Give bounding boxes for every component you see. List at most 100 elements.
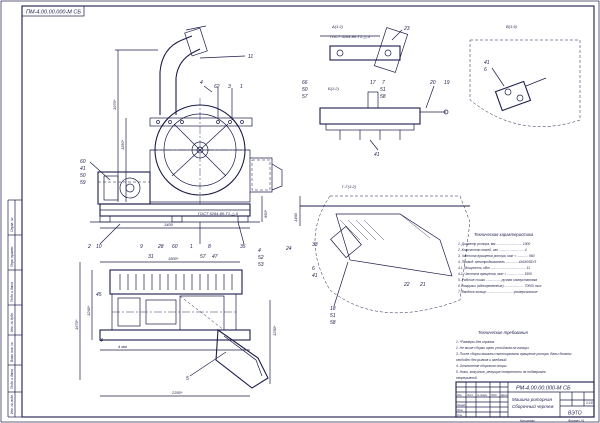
callout-10: 10 (96, 244, 102, 250)
tb-label: Пров. (457, 409, 464, 412)
callout-57: 57 (302, 94, 308, 100)
gost-note-1: ГОСТ 5264-80-Т1-△-5 (330, 34, 371, 39)
dim-950: 950* (263, 209, 268, 218)
gg-dim: 1460 (293, 212, 298, 222)
callout-20: 20 (429, 80, 436, 86)
callout-24: 24 (285, 246, 292, 252)
dim-1260: 1260* (86, 305, 91, 316)
tech-char-line: 4.2. Частота вращения, мин⁻¹ ...........… (458, 272, 532, 276)
tech-req-line: 2. Не выше сборки щели устойчива на паль… (455, 346, 530, 350)
tech-char-line: 5. Рабочие сошки ................ ручная… (458, 278, 537, 282)
callout-41d: 41 (312, 273, 318, 279)
callout-58: 58 (380, 94, 386, 100)
tech-char-line: 6. Нагрузки (одновременные) ............… (458, 284, 542, 288)
dim-1400: 1400 (164, 222, 174, 227)
tb-label: Дата (500, 394, 508, 397)
margin-label: Инв. № дубл. (10, 312, 14, 332)
title-name-2: Сборочный чертеж (512, 403, 554, 409)
gost-note-2: ГОСТ 5264-80-Т1-△-5 (198, 211, 239, 216)
margin-label: Подп. и дата (10, 282, 14, 302)
dim-1670: 1670* (74, 319, 79, 330)
format-label: Формат A1 (568, 419, 585, 423)
title-org: ВЭТО (568, 411, 582, 417)
callout-59: 59 (80, 180, 86, 186)
tech-char-line: 1. Диаметр ротора, мм ..................… (458, 242, 530, 246)
callout-6: 6 (484, 67, 487, 73)
tech-req-line: свободно без рывков и заеданий. (456, 358, 507, 362)
callout-6b: 6 (312, 266, 315, 272)
callout-4: 4 (200, 80, 203, 86)
tech-characteristics: Техническая характеристика 1. Диаметр ро… (457, 232, 542, 294)
tech-reqs-heading: Технические требования (478, 330, 528, 335)
callout-45: 45 (96, 292, 102, 298)
section-gg: Г-Г(1:2) 1460 33 6 41 22 21 18 51 58 24 (285, 184, 471, 326)
tech-char-line: 4. Привод: электродвигатель ............… (458, 260, 536, 264)
tech-char-line: 7. Вводное кольцо ......................… (458, 290, 538, 294)
callout-33: 33 (312, 242, 318, 248)
dim-1970: 1970* (112, 99, 117, 110)
tb-label: Утв. (457, 414, 463, 417)
left-margin: Справ. № Перв. примен. Подп. и дата Инв.… (7, 199, 22, 418)
dim-2350: 2350* (171, 390, 183, 395)
tech-char-line: 3. Частота вращения ротора, мин⁻¹ ......… (458, 254, 535, 258)
dim-1800: 1800* (168, 256, 179, 261)
margin-label: Перв. примен. (10, 246, 14, 267)
tech-req-line: 5. Ножи, кожухные, режущие поверхности н… (456, 370, 546, 374)
callout-52: 52 (258, 255, 264, 261)
tech-req-line: 3. После сборки машины смонтировать вращ… (456, 352, 572, 356)
callout-4c: 4 (100, 338, 103, 344)
dim-1150: 1150* (120, 139, 125, 150)
title-block: РМ-4.00.00.000-М СБ Машина роторная Сбор… (455, 381, 595, 418)
view-b: Б(1:2) 66 50 57 17 7 51 58 20 19 41 (302, 80, 450, 158)
view-v: В(1:5) 41 6 (469, 24, 581, 127)
view-v-label: В(1:5) (506, 24, 518, 29)
callout-62: 62 (214, 84, 220, 90)
callout-61: 1 (190, 244, 193, 250)
tech-req-line: 4. Отклонение оборотов опоры. (456, 364, 507, 368)
callout-18: 18 (330, 306, 336, 312)
callout-53: 53 (258, 262, 264, 268)
section-gg-label: Г-Г(1:2) (342, 184, 357, 189)
plan-view: 31 57 47 1800* 4 мм 2350* 1260 (74, 254, 277, 397)
callout-41b: 41 (374, 152, 380, 158)
callout-41: 41 (80, 166, 86, 172)
callout-60b: 60 (172, 244, 178, 250)
callout-50: 50 (80, 173, 86, 179)
callout-50b: 50 (302, 87, 308, 93)
callout-9: 9 (140, 244, 143, 250)
callout-58b: 58 (330, 320, 336, 326)
callout-19: 19 (444, 80, 450, 86)
callout-31: 31 (148, 254, 154, 260)
tb-label: Подп. (491, 394, 498, 397)
title-designation: РМ-4.00.00.000-М СБ (516, 386, 571, 392)
callout-23: 23 (403, 26, 410, 32)
inner-frame (21, 5, 595, 418)
callout-51b: 51 (330, 313, 336, 319)
callout-1: 1 (240, 84, 243, 90)
callout-3: 3 (228, 84, 231, 90)
tech-req-line: 1. *Размеры для справок. (456, 340, 495, 344)
view-b-label: Б(1:2) (328, 86, 339, 91)
front-view: 1970* 1150* 1400 ГОСТ 5264-80-Т1-△-5 950… (80, 25, 283, 268)
view-a: А(1:2) ГОСТ 5264-80-Т1-△-5 23 (320, 24, 410, 73)
callout-57: 57 (200, 254, 206, 260)
top-stamp: ПМ-4.00.00.000-М СБ (21, 5, 85, 17)
callout-8: 8 (208, 244, 211, 250)
callout-51: 51 (380, 87, 386, 93)
callout-7: 7 (382, 80, 385, 86)
margin-label: Взам. инв. № (10, 342, 14, 362)
callout-17: 17 (370, 80, 376, 86)
callout-5: 5 (186, 376, 189, 382)
callout-47: 47 (212, 254, 218, 260)
tb-label: Лист (466, 394, 473, 397)
view-a-label: А(1:2) (331, 24, 344, 29)
top-stamp-text: ПМ-4.00.00.000-М СБ (26, 10, 81, 16)
margin-label: Подп. и дата (10, 369, 14, 389)
callout-66: 66 (302, 80, 308, 86)
callout-60: 60 (80, 159, 86, 165)
dim-4mm: 4 мм (118, 344, 127, 349)
callout-35: 35 (240, 244, 246, 250)
